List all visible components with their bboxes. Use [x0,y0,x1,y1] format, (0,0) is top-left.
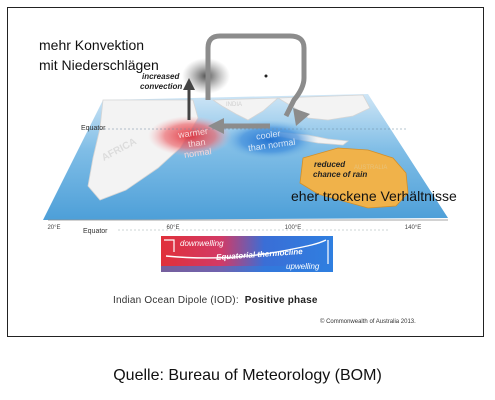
cool-anomaly [222,120,318,160]
longitude-tick-label: 60°E [166,225,179,231]
india-label: INDIA [226,102,243,108]
walker-arrowhead-down [293,108,310,126]
iod-title-phase: Positive phase [244,295,318,306]
dry-conditions-annotation: eher trockene Verhältnisse [291,188,457,204]
thermocline-curve [165,239,327,259]
longitude-tick-label: 20°E [47,225,60,231]
source-caption: Quelle: Bureau of Meteorology (BOM) [113,367,382,384]
increased-convection-label-2: convection [140,82,183,91]
reduced-rain-label-2: chance of rain [313,170,368,179]
australia-label: AUSTRALIA [354,165,388,171]
copyright-notice: © Commonwealth of Australia 2013. [320,319,416,325]
reduced-rain-label-1: reduced [314,160,346,169]
diagram-frame: 20°E 60°E 100°E 140°E mehr Konvektion mit N… [7,7,484,337]
downwelling-label: downwelling [180,239,224,248]
iod-diagram: 20°E 60°E 100°E 140°E [43,33,448,272]
australia-landmass [299,147,409,209]
iod-title-prefix: Indian Ocean Dipole (IOD): [113,295,239,306]
longitude-tick-label: 140°E [405,225,421,231]
walker-arrowhead-left [208,118,224,134]
increased-convection-label-1: increased [142,72,180,81]
equator-label-lower: Equator [83,228,108,235]
iod-title: Indian Ocean Dipole (IOD): Positive phas… [113,295,318,306]
upwelling-label: upwelling [286,262,320,271]
rising-air-arrowhead [183,78,195,90]
marker-dot [264,74,268,78]
walker-circulation-arrow [205,33,307,118]
equator-label-upper: Equator [81,125,106,132]
convection-annotation-line1: mehr Konvektion [39,37,145,53]
convection-annotation-line2: mit Niederschlägen [39,57,159,73]
longitude-tick-label: 100°E [285,225,301,231]
longitude-ticks: 20°E 60°E 100°E 140°E [47,225,421,231]
cross-section-thermocline-band [161,266,333,272]
downwelling-arrow [164,239,175,252]
